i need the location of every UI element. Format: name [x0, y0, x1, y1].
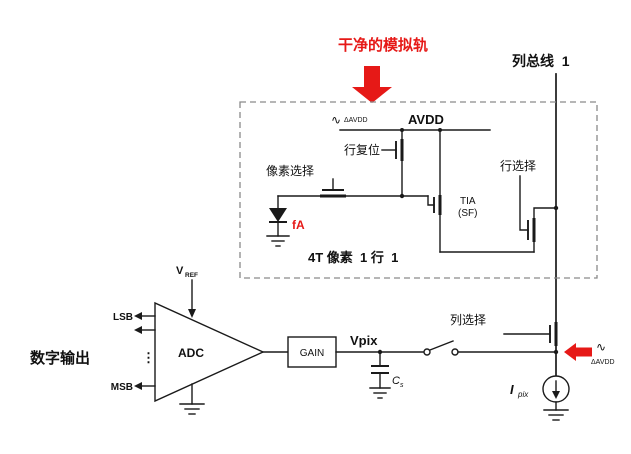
avdd-label: AVDD [408, 112, 444, 127]
row-reset-label: 行复位 [344, 142, 380, 157]
current-source [542, 375, 570, 411]
noise-label: ΔAVDD [591, 359, 615, 366]
adc-ground-icon [179, 383, 205, 415]
current-source-ground-icon [543, 409, 569, 421]
lsb-label: LSB [113, 312, 133, 323]
photodiode [269, 195, 287, 237]
adc-output-arrows-icon [134, 312, 156, 390]
bit-dots-label: ⋮ [142, 350, 155, 365]
gain-label: GAIN [300, 348, 324, 359]
reset-transistor [381, 129, 404, 197]
msb-label: MSB [111, 382, 133, 393]
adc-label: ADC [178, 346, 204, 360]
noise-wave-icon: ∿ [596, 340, 606, 354]
digital-output-label: 数字输出 [30, 349, 90, 367]
cap-sub-label: s [400, 382, 404, 389]
photocurrent-label: fA [292, 218, 305, 232]
sample-capacitor [371, 351, 389, 389]
ipix-sub-label: pix [517, 390, 529, 399]
down-arrow-red-icon [352, 66, 392, 103]
capacitor-ground-icon [369, 387, 391, 399]
photodiode-ground-icon [266, 235, 290, 247]
pixel-dashed-box [239, 101, 598, 279]
avdd-rail [339, 128, 491, 132]
junction-dot [399, 193, 405, 199]
row-select-label: 行选择 [500, 159, 536, 173]
ipix-label: I [510, 382, 514, 397]
tia-label-line2: (SF) [458, 208, 477, 219]
row-select-transistor [439, 175, 559, 253]
gain-box [287, 336, 337, 368]
source-follower-transistor [427, 129, 442, 253]
column-bus-label: 列总线 1 [512, 53, 570, 69]
pixel-select-transistor [277, 178, 429, 198]
avdd-noise-label: ΔAVDD [344, 117, 368, 124]
junction-dot [553, 205, 559, 211]
tia-label-line1: TIA [460, 196, 476, 207]
column-select-transistor [503, 322, 558, 377]
vpix-label: Vpix [350, 333, 378, 348]
vref-label: V [176, 265, 184, 277]
adc-triangle [154, 301, 265, 403]
pixel-caption: 4T 像素 1 行 1 [308, 250, 398, 265]
clean-analog-rail-label: 干净的模拟轨 [338, 36, 428, 54]
left-arrow-red-icon [564, 343, 592, 361]
pixel-select-label: 像素选择 [266, 164, 314, 178]
sample-switch [423, 340, 459, 356]
column-select-label: 列选择 [450, 313, 486, 327]
avdd-noise-wave-icon: ∿ [331, 113, 341, 127]
vref-arrow-icon [188, 279, 196, 318]
cap-label: C [392, 375, 400, 387]
vref-sub-label: REF [185, 272, 198, 279]
